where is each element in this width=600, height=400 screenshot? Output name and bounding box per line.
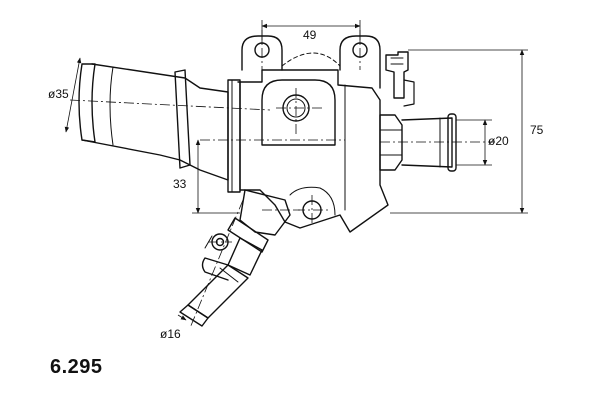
housing-body xyxy=(237,69,389,233)
outlet-pipe xyxy=(401,117,453,168)
inlet-pipe-end xyxy=(78,63,96,143)
dim-height-total: 75 xyxy=(530,123,544,137)
dim-inlet-offset: 33 xyxy=(173,177,187,191)
part-number: 6.295 xyxy=(50,356,103,378)
center-boss xyxy=(261,79,336,146)
small-pipe-elbow xyxy=(239,189,291,236)
hex-nut xyxy=(379,114,403,171)
left-flange xyxy=(227,79,241,193)
bleed-screw xyxy=(385,51,409,99)
dim-small-pipe-diameter: ø16 xyxy=(160,327,181,341)
small-pipe-collar xyxy=(227,217,269,253)
small-pipe-end xyxy=(179,304,209,327)
inlet-bead xyxy=(174,69,191,169)
dim-width-top: 49 xyxy=(303,28,317,42)
outlet-pipe-end xyxy=(447,113,457,172)
inlet-pipe xyxy=(81,63,229,181)
dim-outlet-diameter: ø20 xyxy=(488,134,509,148)
top-lug-right xyxy=(339,35,381,89)
top-lug-left xyxy=(241,35,283,71)
dim-inlet-diameter: ø35 xyxy=(48,87,69,101)
